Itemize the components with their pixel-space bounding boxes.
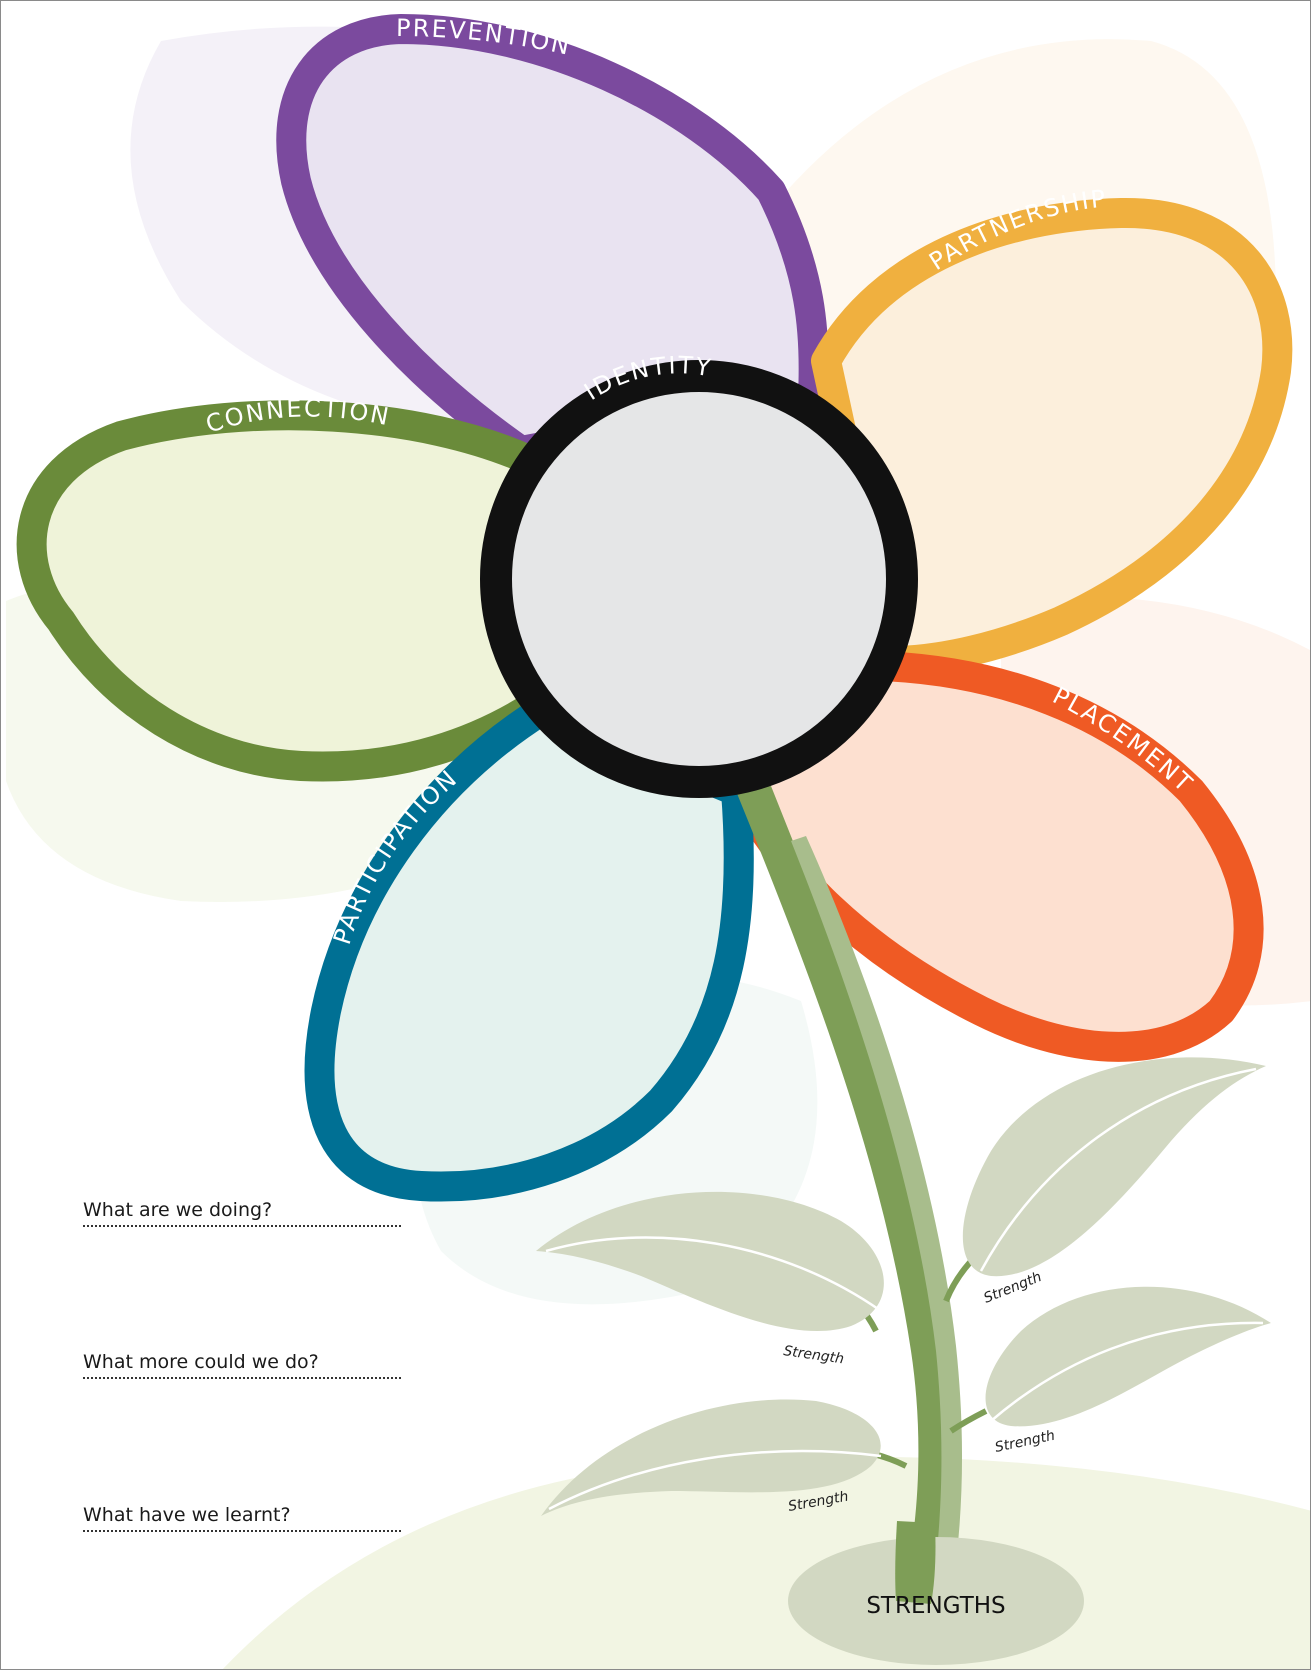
leaf-2-vein xyxy=(979,1067,1257,1272)
strengths-label: STRENGTHS xyxy=(866,1593,1005,1619)
branch-3 xyxy=(949,1408,988,1434)
leaf-3 xyxy=(985,1286,1271,1427)
question-learnt: What have we learnt? xyxy=(83,1504,403,1532)
question-more-text: What more could we do? xyxy=(83,1351,319,1373)
leaf-4-vein xyxy=(548,1449,882,1511)
stem-highlight xyxy=(791,836,963,1601)
leaf-1 xyxy=(536,1191,884,1331)
question-doing-text: What are we doing? xyxy=(83,1199,273,1221)
petal-participation[interactable] xyxy=(304,696,754,1202)
question-doing-answer-line[interactable] xyxy=(83,1225,401,1227)
stem-base-front xyxy=(895,1521,936,1604)
question-learnt-answer-line[interactable] xyxy=(83,1530,401,1532)
leaf-3-label: Strength xyxy=(994,1428,1057,1456)
leaf-2-shape xyxy=(962,1057,1266,1277)
leaf-3-shape xyxy=(985,1286,1271,1427)
petal-placement[interactable] xyxy=(726,651,1264,1062)
petal-connection[interactable] xyxy=(16,400,556,782)
question-learnt-text: What have we learnt? xyxy=(83,1504,291,1526)
leaf-4 xyxy=(541,1399,882,1516)
leaf-1-label: Strength xyxy=(782,1343,845,1367)
petal-partnership[interactable] xyxy=(811,197,1293,676)
leaf-1-shape xyxy=(536,1191,884,1331)
leaf-3-vein xyxy=(990,1321,1264,1422)
identity-circle[interactable] xyxy=(480,360,918,798)
leaf-1-vein xyxy=(545,1236,882,1313)
question-more-answer-line[interactable] xyxy=(83,1377,401,1379)
strengths-base xyxy=(788,1537,1084,1665)
question-doing: What are we doing? xyxy=(83,1199,403,1227)
leaf-2 xyxy=(962,1057,1266,1277)
question-more: What more could we do? xyxy=(83,1351,403,1379)
